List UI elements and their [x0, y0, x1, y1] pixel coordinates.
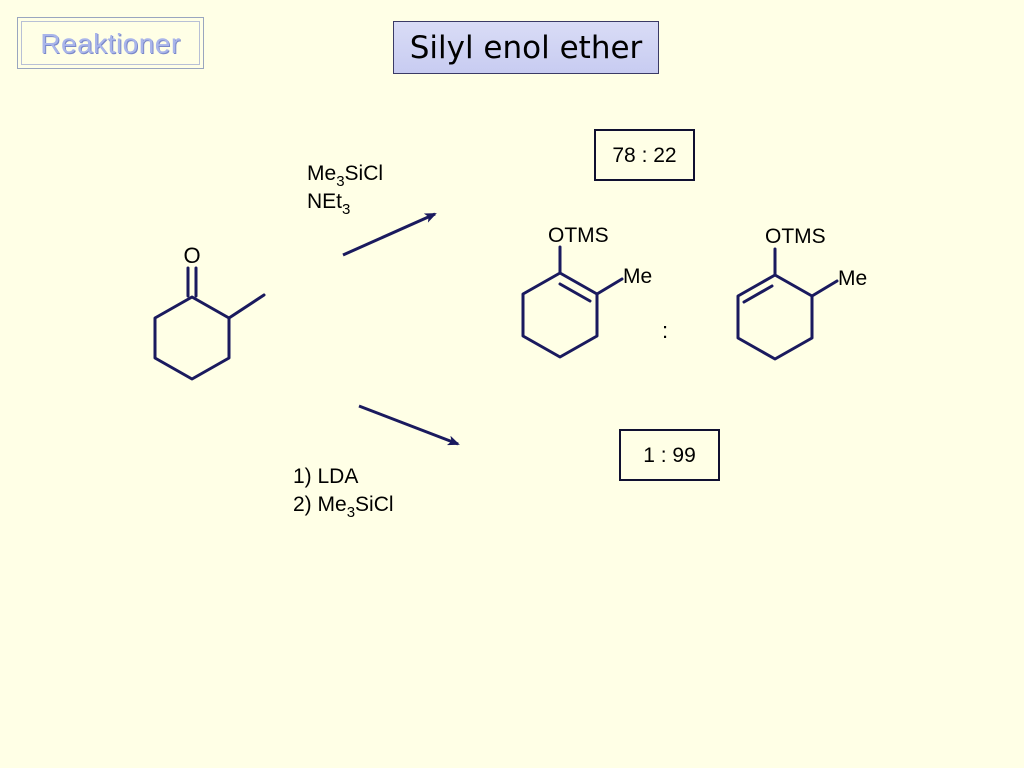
methyl-bond [227, 293, 266, 320]
upper-reaction-arrow [342, 212, 437, 257]
upper-reagent-1-sub: 3 [336, 173, 344, 190]
lower-reagent-2-base: 2) Me [293, 493, 347, 516]
ratio-upper-text: 78 : 22 [612, 144, 677, 167]
upper-reagent-1: Me3SiCl [307, 162, 383, 190]
slide-title-box: Silyl enol ether [393, 21, 659, 74]
header-badge[interactable]: Reaktioner [17, 17, 204, 69]
upper-reagent-2: NEt3 [307, 190, 350, 218]
lower-reagent-2: 2) Me3SiCl [293, 493, 394, 521]
product-right-ring [736, 273, 814, 361]
product-separator: : [662, 318, 668, 343]
ratio-box-lower: 1 : 99 [619, 429, 720, 481]
header-badge-label: Reaktioner [40, 28, 181, 59]
ratio-lower-text: 1 : 99 [643, 444, 696, 467]
lower-reagent-2-sub: 3 [347, 504, 355, 521]
ratio-box-upper: 78 : 22 [594, 129, 695, 181]
carbonyl-oxygen-label: O [183, 243, 200, 268]
upper-reagent-2-base: NEt [307, 190, 342, 213]
upper-reagent-1-suffix: SiCl [345, 162, 384, 185]
slide-title: Silyl enol ether [409, 30, 643, 66]
product-right-double-bond [742, 284, 774, 304]
starting-material-molecule [153, 266, 266, 381]
product-right-me-label: Me [838, 267, 867, 290]
product-left-molecule [521, 245, 624, 359]
upper-reagent-2-sub: 3 [342, 201, 350, 218]
upper-reagent-1-base: Me [307, 162, 336, 185]
lower-reagent-2-suffix: SiCl [355, 493, 394, 516]
product-left-me-label: Me [623, 265, 652, 288]
product-right-me-bond [810, 279, 839, 298]
lower-reagent-1: 1) LDA [293, 465, 358, 488]
product-left-me-bond [595, 277, 624, 296]
product-right-otms-label: OTMS [765, 225, 826, 248]
lower-reaction-arrow [358, 404, 460, 446]
product-right-molecule [736, 247, 839, 361]
cyclohexane-ring [153, 295, 231, 381]
product-left-otms-label: OTMS [548, 224, 609, 247]
product-left-double-bond [558, 282, 592, 303]
